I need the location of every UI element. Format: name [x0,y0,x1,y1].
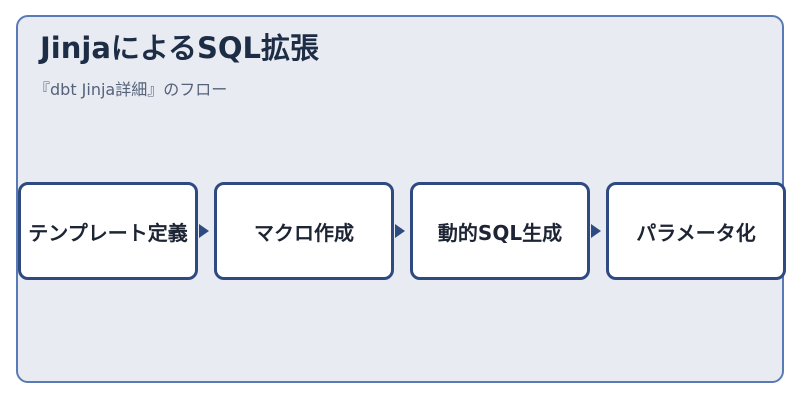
diagram-panel: JinjaによるSQL拡張 『dbt Jinja詳細』のフロー テンプレート定義… [16,15,786,383]
flow-arrow-right-icon [199,224,209,238]
diagram-title: JinjaによるSQL拡張 [40,31,320,65]
flow-arrow-right-icon [395,224,405,238]
flow-row: テンプレート定義 マクロ作成 動的SQL生成 パラメータ化 [18,182,786,280]
diagram-subtitle: 『dbt Jinja詳細』のフロー [34,80,228,99]
flow-step-macro-creation: マクロ作成 [214,182,394,280]
flow-step-dynamic-sql-generation: 動的SQL生成 [410,182,590,280]
flow-step-parameterization: パラメータ化 [606,182,786,280]
flow-arrow-right-icon [591,224,601,238]
flow-step-template-definition: テンプレート定義 [18,182,198,280]
